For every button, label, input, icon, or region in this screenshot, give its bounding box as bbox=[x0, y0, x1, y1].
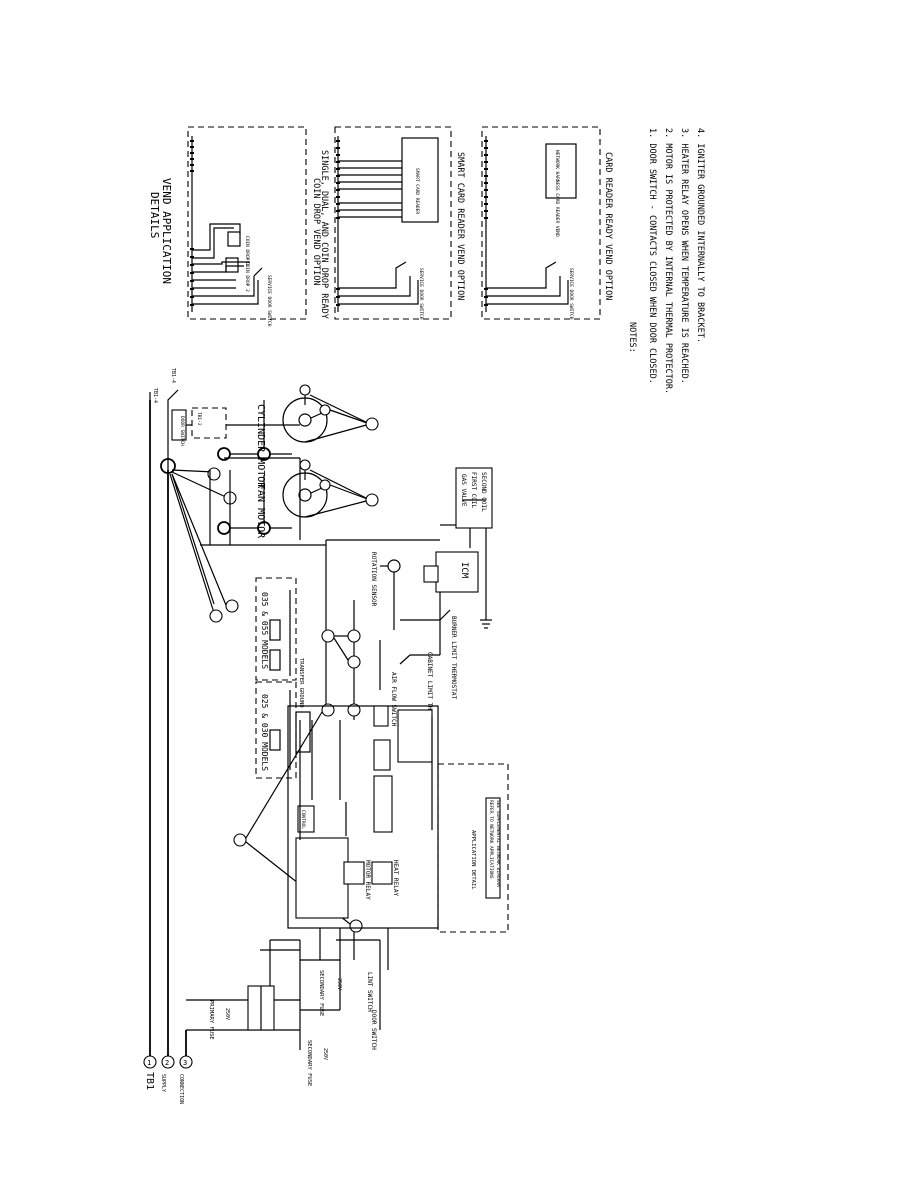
control-board: CONTROL bbox=[287, 705, 439, 929]
heat-relay-label: HEAT RELAY bbox=[392, 860, 399, 897]
network-caption2: REFER TO NETWORK APPLICATIONS bbox=[488, 800, 494, 879]
primary-fuse-label: PRIMARY FUSE bbox=[208, 1000, 214, 1040]
models-025-label: 025 & 030 MODELS bbox=[260, 694, 269, 771]
vend-title-line1: VEND APPLICATION bbox=[160, 178, 173, 284]
tb1-4-top: TB1-4 bbox=[152, 388, 158, 403]
vend-application-section: VEND APPLICATION DETAILS bbox=[148, 126, 613, 327]
card-reader-caption: CARD READER READY VEND OPTION bbox=[603, 152, 613, 300]
gas-valve: GAS VALVE FIRST COIL SECOND COIL bbox=[440, 467, 493, 548]
tb1-terminal-1-num: 1 bbox=[147, 1059, 151, 1067]
sail-switch-label: AIR FLOW SWITCH bbox=[390, 672, 397, 727]
tb1-terminal-2: 2 bbox=[161, 1055, 175, 1069]
tb1-2-label: TB1-2 bbox=[196, 412, 202, 426]
tb1-terminal-3: 3 bbox=[179, 1055, 193, 1069]
coin-drop-1-label: COIN DROP 1 bbox=[244, 236, 250, 266]
fan-motor: FAN MOTOR bbox=[217, 459, 379, 539]
card-reader-box-label: NETWORK HARNESS CARD READER VEND bbox=[554, 150, 560, 237]
network-application-area: APPLICATION DETAIL REFER TO NETWORK APPL… bbox=[437, 763, 509, 933]
smart-card-box-label: SMART CARD READER bbox=[414, 168, 420, 214]
vend-panel-smart-card: SMART CARD READER SERVICE DOOR SWITCH SM… bbox=[334, 126, 465, 320]
models-035-block: 035 & 055 MODELS bbox=[255, 577, 297, 681]
tb1-label: TB1 bbox=[144, 1072, 155, 1090]
door-switch-label: DOOR SWITCH bbox=[370, 1010, 377, 1050]
tb1-terminal-1: 1 bbox=[143, 1055, 157, 1069]
secondary-fuse-label: SECONDARY FUSE bbox=[318, 970, 324, 1016]
control-label: CONTROL bbox=[300, 810, 306, 829]
note-2: 2. MOTOR IS PROTECTED BY INTERNAL THERMA… bbox=[663, 128, 673, 394]
smart-card-caption: SMART CARD READER VEND OPTION bbox=[455, 152, 465, 300]
icm-label: ICM bbox=[459, 562, 469, 579]
gas-valve-label: GAS VALVE bbox=[460, 474, 467, 507]
network-caption3: SEE SUPPLEMENTAL NETWORK DIAGRAM bbox=[495, 800, 501, 887]
relays: MOTOR RELAY HEAT RELAY bbox=[343, 860, 399, 900]
models-035-label: 035 & 055 MODELS bbox=[260, 592, 269, 669]
notes-section: NOTES: 1. DOOR SWITCH - CONTACTS CLOSED … bbox=[627, 128, 705, 394]
network-caption1: APPLICATION DETAIL bbox=[470, 830, 476, 890]
connection-label: CONNECTION bbox=[178, 1074, 184, 1104]
fan-motor-label: FAN MOTOR bbox=[255, 484, 266, 539]
service-door-switch-2-label: SERVICE DOOR SWITCH bbox=[418, 268, 424, 320]
note-3: 3. HEATER RELAY OPENS WHEN TEMPERATURE I… bbox=[679, 128, 689, 384]
coin-drop-caption1: COIN DROP VEND OPTION bbox=[311, 178, 321, 285]
supply-label: SUPPLY bbox=[160, 1074, 166, 1092]
main-schematic: TB1 1 2 3 SUPPLY CONNECTION TB1-4 TB1-4 bbox=[143, 368, 509, 1104]
burner-thermostat-label: BURNER LIMIT THERMOSTAT bbox=[450, 616, 457, 699]
tb1-terminal-2-num: 2 bbox=[165, 1059, 169, 1067]
cylinder-motor: CYLINDER MOTOR bbox=[217, 384, 379, 489]
secondary-fuse-rating: 250V bbox=[336, 978, 342, 990]
primary-fuse-rating: 250V bbox=[224, 1008, 230, 1020]
service-door-switch-3-label: SERVICE DOOR SWITCH bbox=[568, 268, 574, 320]
vend-panel-card-reader: NETWORK HARNESS CARD READER VEND SERVICE… bbox=[481, 126, 613, 320]
icm-module: ICM bbox=[423, 548, 492, 655]
secondary-fuse-2-rating: 250V bbox=[322, 1048, 328, 1060]
cabinet-thermostat-label: CABINET LIMIT THERMOSTAT bbox=[426, 652, 433, 739]
door-switch-top-label: DOOR SWITCH bbox=[179, 416, 185, 446]
rotation-sensor: ROTATION SENSOR bbox=[370, 552, 401, 630]
tb1-4-right: TB1-4 bbox=[170, 368, 176, 383]
cylinder-motor-label: CYLINDER MOTOR bbox=[255, 404, 266, 489]
secondary-fuse-2-label: SECONDARY FUSE bbox=[306, 1040, 312, 1086]
note-1: 1. DOOR SWITCH - CONTACTS CLOSED WHEN DO… bbox=[647, 128, 657, 384]
motor-relay-label: MOTOR RELAY bbox=[364, 860, 371, 900]
coin-drop-caption2: SINGLE, DUAL, AND COIN DROP READY bbox=[319, 150, 329, 319]
tb1-terminal-3-num: 3 bbox=[183, 1059, 187, 1067]
notes-heading: NOTES: bbox=[627, 322, 637, 353]
transformer-section: PRIMARY FUSE 250V SECONDARY FUSE 250V SE… bbox=[186, 939, 381, 1086]
service-door-switch-1-label: SERVICE DOOR SWITCH bbox=[266, 275, 272, 327]
transformer-ground-label: TRANSFER GROUND bbox=[298, 658, 304, 708]
vend-panel-coin-drop: COIN DROP 1 COIN DROP 2 SERVICE DOOR SWI… bbox=[187, 126, 329, 327]
rotation-sensor-label: ROTATION SENSOR bbox=[370, 552, 377, 607]
lint-switch-label: LINT SWITCH bbox=[366, 972, 373, 1012]
coin-drop-2-label: COIN DROP 2 bbox=[244, 262, 250, 292]
vend-title-line2: DETAILS bbox=[148, 192, 161, 238]
second-coil-label: SECOND COIL bbox=[480, 472, 487, 512]
first-coil-label: FIRST COIL bbox=[470, 472, 477, 509]
note-4: 4. IGNITER GROUNDED INTERNALLY TO BRACKE… bbox=[695, 128, 705, 343]
models-025-block: 025 & 030 MODELS bbox=[255, 681, 311, 779]
